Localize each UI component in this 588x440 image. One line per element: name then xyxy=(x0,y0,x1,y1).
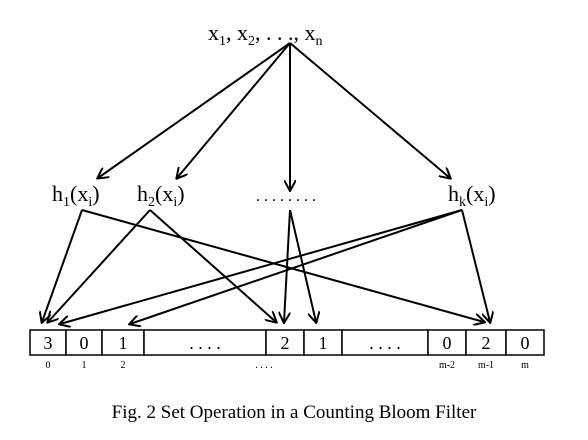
array-indices: 0 1 2 . . . . m-2 m-1 m xyxy=(46,360,530,371)
index-label: . . . . xyxy=(255,360,273,371)
arrow-h2-to-cell-2 xyxy=(149,209,276,322)
arrow-h1-to-cell-0 xyxy=(42,209,83,322)
counter-array: 3 0 1 . . . . 2 1 . . . . 0 2 0 xyxy=(29,329,545,356)
arrow-middle-to-cell-1 xyxy=(289,209,316,322)
cell-value: 0 xyxy=(443,333,452,353)
cell-value: 2 xyxy=(482,333,491,353)
index-label: 0 xyxy=(46,360,51,371)
arrow-h1-to-cell-m-1 xyxy=(81,209,484,322)
hash-h1-label: h1(xi) xyxy=(52,181,100,210)
arrow-h2-to-cell-0 xyxy=(48,209,151,322)
index-label: 2 xyxy=(121,360,126,371)
cell-value: . . . . xyxy=(189,333,221,353)
cell-value: 0 xyxy=(521,333,530,353)
arrow-hk-to-cell-2 xyxy=(130,209,463,324)
index-label: m xyxy=(521,360,529,371)
arrow-input-to-h1 xyxy=(98,42,291,178)
cell-value: 1 xyxy=(319,333,328,353)
hash-middle-dots: . . . . . . . . xyxy=(256,188,316,205)
arrow-hk-to-cell-m-1 xyxy=(461,209,490,322)
arrow-hk-to-cell-0 xyxy=(60,209,463,324)
figure-caption: Fig. 2 Set Operation in a Counting Bloom… xyxy=(112,402,477,423)
cell-value: 3 xyxy=(44,333,53,353)
arrow-middle-to-cell-2 xyxy=(284,209,291,322)
cell-value: 0 xyxy=(80,333,89,353)
cell-value: . . . . xyxy=(369,333,401,353)
hash-h2-label: h2(xi) xyxy=(137,181,185,210)
input-elements-label: x1, x2, . . ., xn xyxy=(208,20,323,49)
hash-hk-label: hk(xi) xyxy=(448,181,496,210)
arrow-input-to-h2 xyxy=(177,42,291,178)
index-label: m-1 xyxy=(478,360,494,371)
arrow-input-to-hk xyxy=(289,42,450,178)
cell-value: 2 xyxy=(281,333,290,353)
cell-value: 1 xyxy=(119,333,128,353)
array-cell xyxy=(265,329,305,356)
array-cell xyxy=(101,329,145,356)
index-label: m-2 xyxy=(439,360,455,371)
array-cell xyxy=(341,329,429,356)
array-cell xyxy=(505,329,545,356)
index-label: 1 xyxy=(82,360,87,371)
